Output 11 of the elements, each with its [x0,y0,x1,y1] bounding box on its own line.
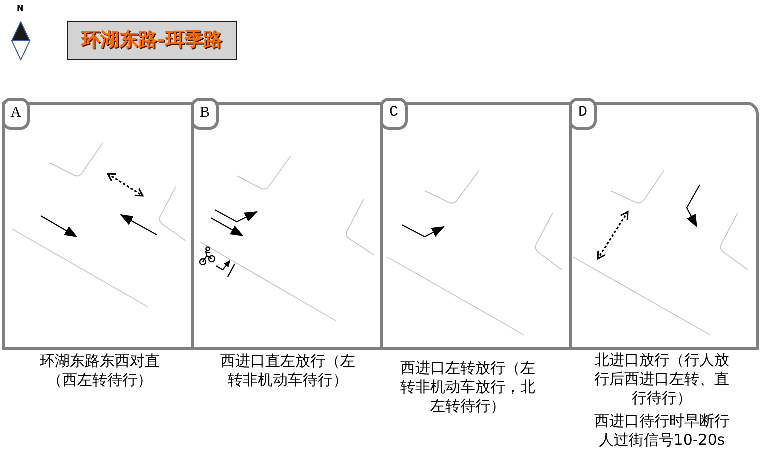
caption-text: 西进口直左放行（左转非机动车待行） [220,352,356,390]
caption-text: 北进口放行（行人放行后西进口左转、直行待行） [594,351,730,408]
caption-text: 环湖东路东西对直（西左转待行） [39,352,161,390]
north-label: N [17,4,24,13]
panel-letter: B [191,98,219,130]
panel-letter: D [569,98,597,130]
caption-text: 西进口左转放行（左转非机动车放行，北左转待行） [400,359,536,416]
panel-letter: C [380,98,408,130]
panel-letter: A [2,98,30,130]
title-banner: 环湖东路-珥季路 [67,21,237,60]
caption-text: 西进口待行时早断行人过街信号10-20s [594,412,730,450]
